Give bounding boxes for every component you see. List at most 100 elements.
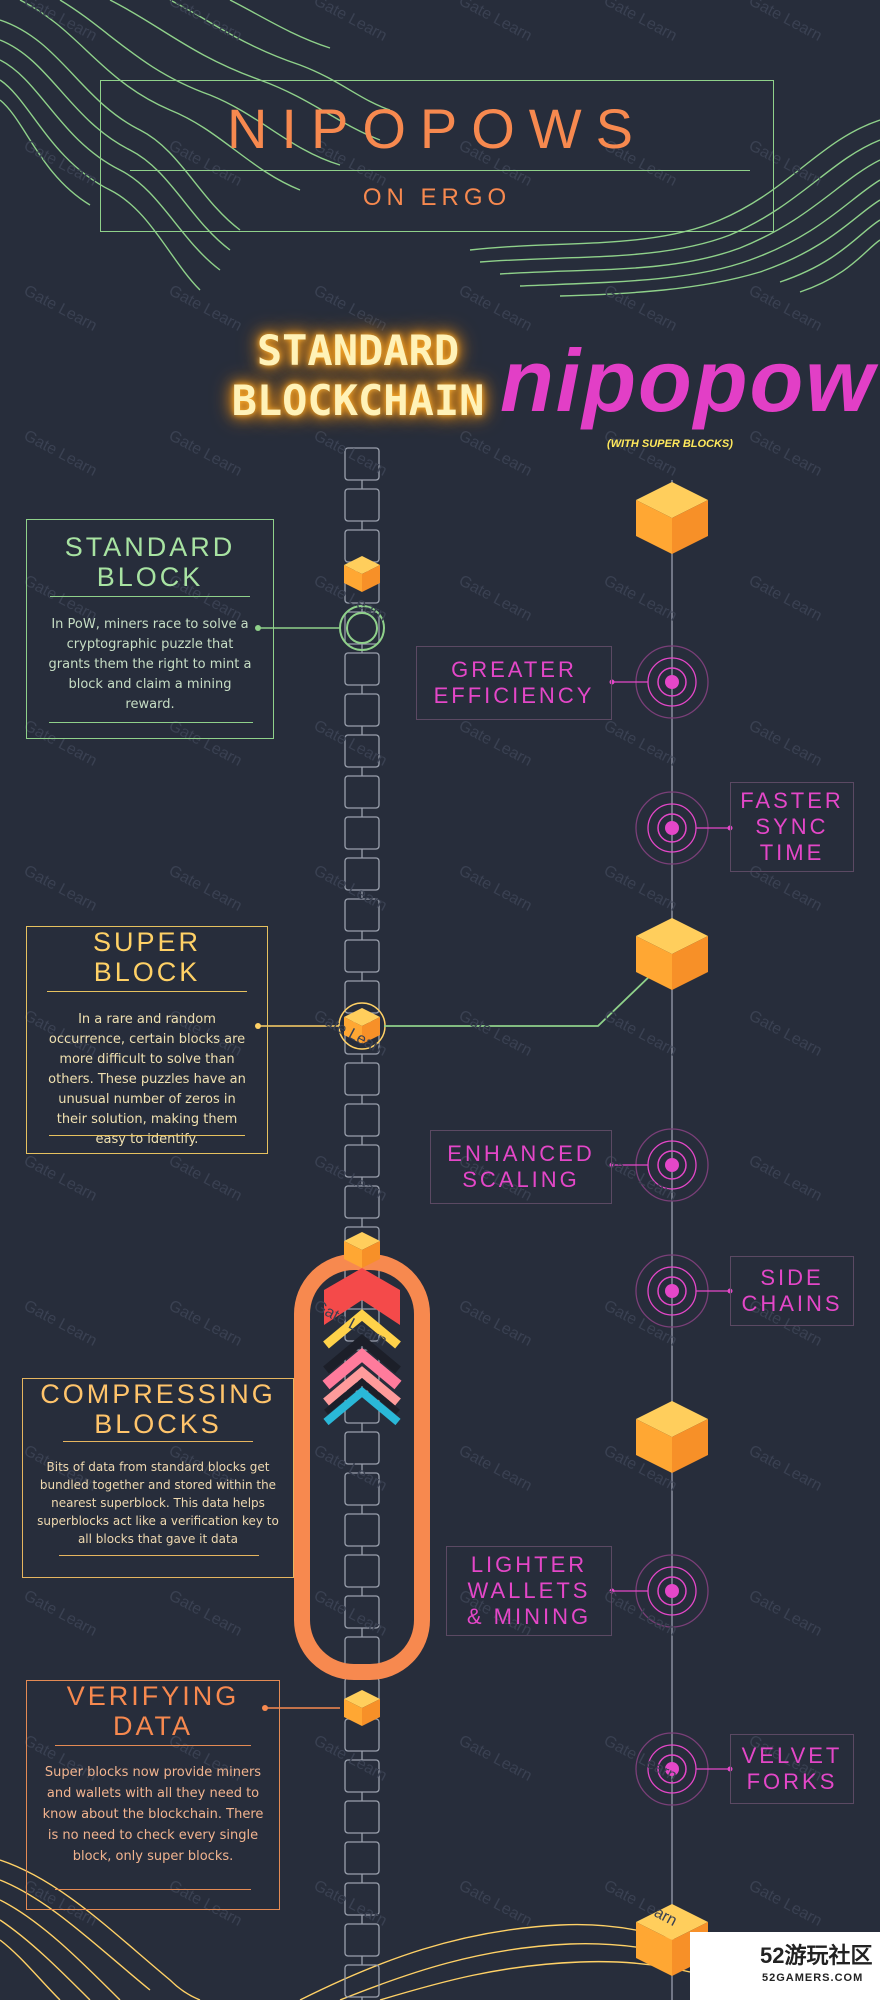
- chain-block: [344, 1964, 380, 1998]
- standard-blockchain-heading: STANDARD BLOCKCHAIN: [228, 326, 488, 426]
- feature-line: SIDE: [760, 1265, 824, 1290]
- chain-block: [344, 1554, 380, 1588]
- super-block-cube: [636, 918, 708, 990]
- verifying-data-card: VERIFYING DATA Super blocks now provide …: [26, 1680, 280, 1910]
- feature-line: FORKS: [746, 1769, 838, 1794]
- card-title-line1: SUPER: [92, 927, 202, 957]
- chain-block: [344, 1431, 380, 1465]
- card-bottom-rule: [59, 1555, 259, 1556]
- contour-lines-top-right: [469, 119, 880, 297]
- feature-node: [635, 791, 733, 865]
- chain-block: [344, 857, 380, 891]
- standard-block-card: STANDARD BLOCK In PoW, miners race to so…: [26, 519, 274, 739]
- card-title-line2: BLOCK: [96, 562, 204, 592]
- chain-block: [344, 1103, 380, 1137]
- card-title-line1: VERIFYING: [66, 1681, 240, 1711]
- chain-block: [344, 652, 380, 686]
- chain-block: [344, 898, 380, 932]
- feature-line: FASTER: [740, 788, 844, 813]
- card-bottom-rule: [55, 1889, 251, 1890]
- chain-block: [344, 734, 380, 768]
- standard-cube: [344, 1008, 380, 1044]
- site-logo-badge: [690, 1932, 880, 2000]
- chain-block: [344, 1759, 380, 1793]
- card-text: Super blocks now provide miners and wall…: [42, 1765, 264, 1864]
- feature-node: [609, 645, 709, 719]
- feature-line: SCALING: [462, 1167, 580, 1192]
- card-title-line1: STANDARD: [64, 532, 236, 562]
- chain-block: [344, 1062, 380, 1096]
- chain-block: [344, 1185, 380, 1219]
- chain-block: [344, 1144, 380, 1178]
- super-block-card: SUPER BLOCK In a rare and random occurre…: [26, 926, 268, 1154]
- card-divider: [47, 991, 247, 992]
- standard-chain-cubes: [344, 556, 380, 1726]
- feature-line: EFFICIENCY: [433, 683, 595, 708]
- chain-block: [344, 1513, 380, 1547]
- chain-block: [344, 693, 380, 727]
- contour-lines-top-left: [0, 0, 391, 291]
- feature-line: VELVET: [741, 1743, 843, 1768]
- standard-cube: [344, 1232, 380, 1268]
- feature-node: [635, 1732, 733, 1806]
- logo-text-en: 52GAMERS.COM: [762, 1972, 864, 1984]
- chain-block: [344, 1882, 380, 1916]
- super-block-cube: [636, 1401, 708, 1473]
- page-subtitle: ON ERGO: [362, 184, 512, 211]
- card-divider: [55, 1745, 251, 1746]
- feature-line: SYNC: [755, 814, 829, 839]
- card-title-line2: BLOCK: [93, 957, 201, 987]
- feature-line: WALLETS: [467, 1578, 591, 1603]
- logo-text-cn: 52游玩社区: [760, 1943, 873, 1968]
- card-text: Bits of data from standard blocks get bu…: [37, 1460, 279, 1546]
- feature-node: [635, 1254, 733, 1328]
- chain-block: [344, 1841, 380, 1875]
- chain-block: [344, 775, 380, 809]
- feature-node: [609, 1128, 709, 1202]
- feature-line: ENHANCED: [447, 1141, 595, 1166]
- card-text: In PoW, miners race to solve a cryptogra…: [48, 617, 252, 712]
- feature-line: & MINING: [466, 1604, 592, 1629]
- standard-heading-line1: STANDARD: [256, 326, 460, 375]
- page-title: NIPOPOWS: [226, 97, 648, 160]
- card-divider: [50, 596, 250, 597]
- title-frame: [100, 80, 774, 232]
- feature-line: GREATER: [451, 657, 577, 682]
- nipopow-feature-nodes: [609, 645, 733, 1806]
- standard-cube: [344, 1690, 380, 1726]
- verifying-node: [262, 1705, 340, 1711]
- chain-block: [344, 1472, 380, 1506]
- chain-block: [344, 611, 380, 645]
- chain-block: [344, 939, 380, 973]
- feature-line: CHAINS: [741, 1291, 843, 1316]
- feature-line: TIME: [759, 840, 825, 865]
- chain-block: [344, 447, 380, 481]
- card-text: In a rare and random occurrence, certain…: [48, 1012, 246, 1147]
- title-divider: [130, 170, 750, 171]
- super-block-cube: [636, 482, 708, 554]
- chain-block: [344, 1800, 380, 1834]
- chain-block: [344, 488, 380, 522]
- card-title-line1: COMPRESSING: [40, 1379, 276, 1409]
- card-title-line2: DATA: [112, 1711, 193, 1741]
- card-bottom-rule: [49, 722, 253, 723]
- super-block-node: [255, 969, 657, 1050]
- chain-block: [344, 816, 380, 850]
- standard-block-node: [255, 605, 385, 651]
- chain-block: [344, 1923, 380, 1957]
- card-bottom-rule: [49, 1135, 245, 1136]
- feature-node: [609, 1554, 709, 1628]
- feature-line: LIGHTER: [470, 1552, 588, 1577]
- nipopow-subheading: (WITH SUPER BLOCKS): [607, 438, 733, 450]
- standard-chain: [344, 447, 380, 2000]
- chain-block: [344, 1595, 380, 1629]
- card-title-line2: BLOCKS: [94, 1409, 222, 1439]
- standard-heading-line2: BLOCKCHAIN: [231, 376, 485, 425]
- card-divider: [63, 1441, 253, 1442]
